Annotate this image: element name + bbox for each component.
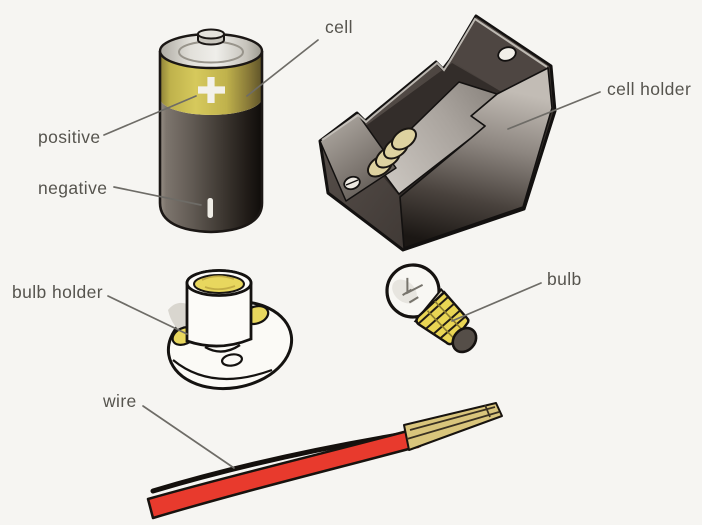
bulb-holder-front-hole: [220, 353, 244, 367]
leader-lines: [103, 39, 601, 469]
screw-hole-right: [497, 46, 517, 62]
holder-floor: [375, 81, 498, 195]
holder-left-face: [319, 112, 397, 202]
bulb-holder-illustration: [166, 269, 294, 391]
wire-strand-lines: [406, 404, 500, 440]
label-bulb: bulb: [547, 269, 582, 289]
labels: cell positive negative cell holder bulb …: [12, 17, 691, 411]
label-wire: wire: [102, 391, 137, 411]
spring: [366, 127, 418, 178]
wire-strands: [403, 402, 503, 451]
leader-cell-holder: [507, 91, 601, 130]
label-positive: positive: [38, 127, 101, 147]
battery-terminal-top: [197, 28, 225, 40]
cell-holder-illustration: [318, 14, 557, 252]
bulb-holder-slot: [204, 343, 241, 353]
battery-body: [160, 98, 262, 232]
bulb-globe-shading: [392, 279, 417, 304]
wire-illustration: [146, 402, 503, 520]
holder-rim-highlight: [321, 17, 548, 141]
cell-illustration: [158, 28, 264, 234]
bulb-illustration: [385, 263, 478, 354]
label-negative: negative: [38, 178, 107, 198]
screw-slot-left: [345, 179, 359, 186]
leader-wire: [142, 405, 235, 469]
label-bulb-holder: bulb holder: [12, 282, 103, 302]
bulb-screw-base: [415, 290, 470, 346]
bulb-holder-socket-interior: [193, 274, 245, 294]
socket-texture: [201, 275, 236, 291]
positive-mark: [198, 77, 225, 103]
bulb-filament: [402, 277, 424, 304]
battery-outline: [158, 51, 264, 234]
bulb-thread-axis-lines: [426, 300, 464, 341]
bulb-holder-base-rim: [172, 359, 273, 380]
leader-cell: [246, 39, 319, 97]
leader-negative: [113, 186, 202, 206]
leader-bulb: [451, 282, 542, 322]
leader-bulb-holder: [107, 295, 188, 335]
label-cell: cell: [325, 17, 353, 37]
bulb-contact-tip: [451, 326, 478, 354]
bulb-thread-lines: [418, 296, 466, 340]
leader-positive: [103, 95, 197, 136]
label-cell-holder: cell holder: [607, 79, 691, 99]
negative-mark: [207, 198, 213, 218]
